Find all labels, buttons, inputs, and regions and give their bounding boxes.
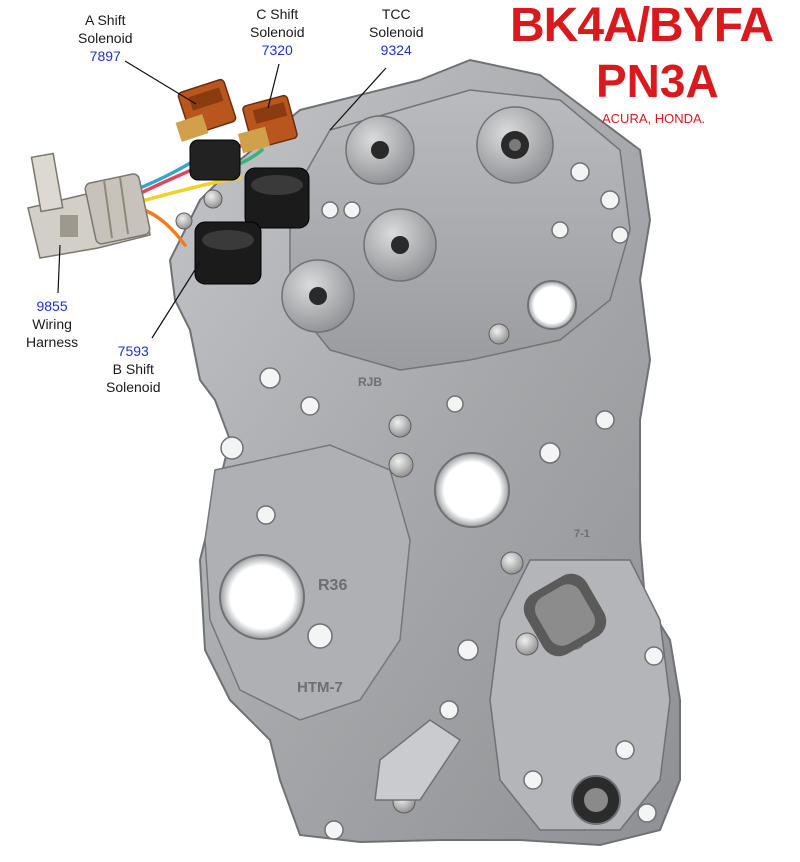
accumulator-spool (523, 573, 607, 657)
brand-line: ACURA, HONDA. (602, 111, 706, 126)
callout-a-shift-solenoid: A Shift Solenoid 7897 (78, 11, 133, 65)
callout-label-line: A Shift (85, 12, 126, 28)
casting-mark-r36: R36 (318, 577, 347, 594)
b-shift-solenoid-body (194, 221, 262, 285)
tcc-solenoid-body (244, 167, 310, 229)
callout-label-line: Solenoid (250, 24, 305, 40)
transmission-model-subtitle: PN3A (596, 55, 719, 107)
a-shift-solenoid-body (189, 139, 241, 181)
callout-tcc-solenoid: TCC Solenoid 9324 (369, 5, 424, 59)
part-number: 9324 (380, 42, 412, 58)
transmission-model-title: BK4A/BYFA (510, 0, 774, 52)
callout-label-line: Wiring (32, 316, 72, 332)
casting-mark-htm7: HTM-7 (297, 679, 343, 696)
callout-label-line: B Shift (112, 361, 154, 377)
callout-b-shift-solenoid: 7593 B Shift Solenoid (106, 342, 161, 396)
callout-label-line: Solenoid (106, 379, 161, 395)
a-shift-solenoid-connector (175, 78, 237, 142)
separator-cover (204, 444, 411, 721)
casting-mark-71: 7-1 (574, 528, 590, 540)
callout-wiring-harness: 9855 Wiring Harness (26, 297, 78, 351)
part-number: 7593 (117, 343, 149, 359)
wiring-harness-connector (27, 152, 151, 259)
part-number: 9855 (36, 298, 68, 314)
callout-label-line: TCC (381, 6, 411, 22)
callout-c-shift-solenoid: C Shift Solenoid 7320 (250, 5, 305, 59)
part-number: 7897 (89, 48, 121, 64)
bolt-group (175, 189, 539, 814)
callout-leader-lines (57, 60, 387, 339)
callout-label-line: Solenoid (369, 24, 424, 40)
c-shift-solenoid-connector (237, 94, 298, 154)
callout-label-line: C Shift (256, 6, 299, 22)
callout-label-line: Solenoid (78, 30, 133, 46)
callout-label-line: Harness (26, 334, 79, 350)
casting-mark-rjb: RJB (358, 375, 382, 389)
part-number: 7320 (261, 42, 293, 58)
